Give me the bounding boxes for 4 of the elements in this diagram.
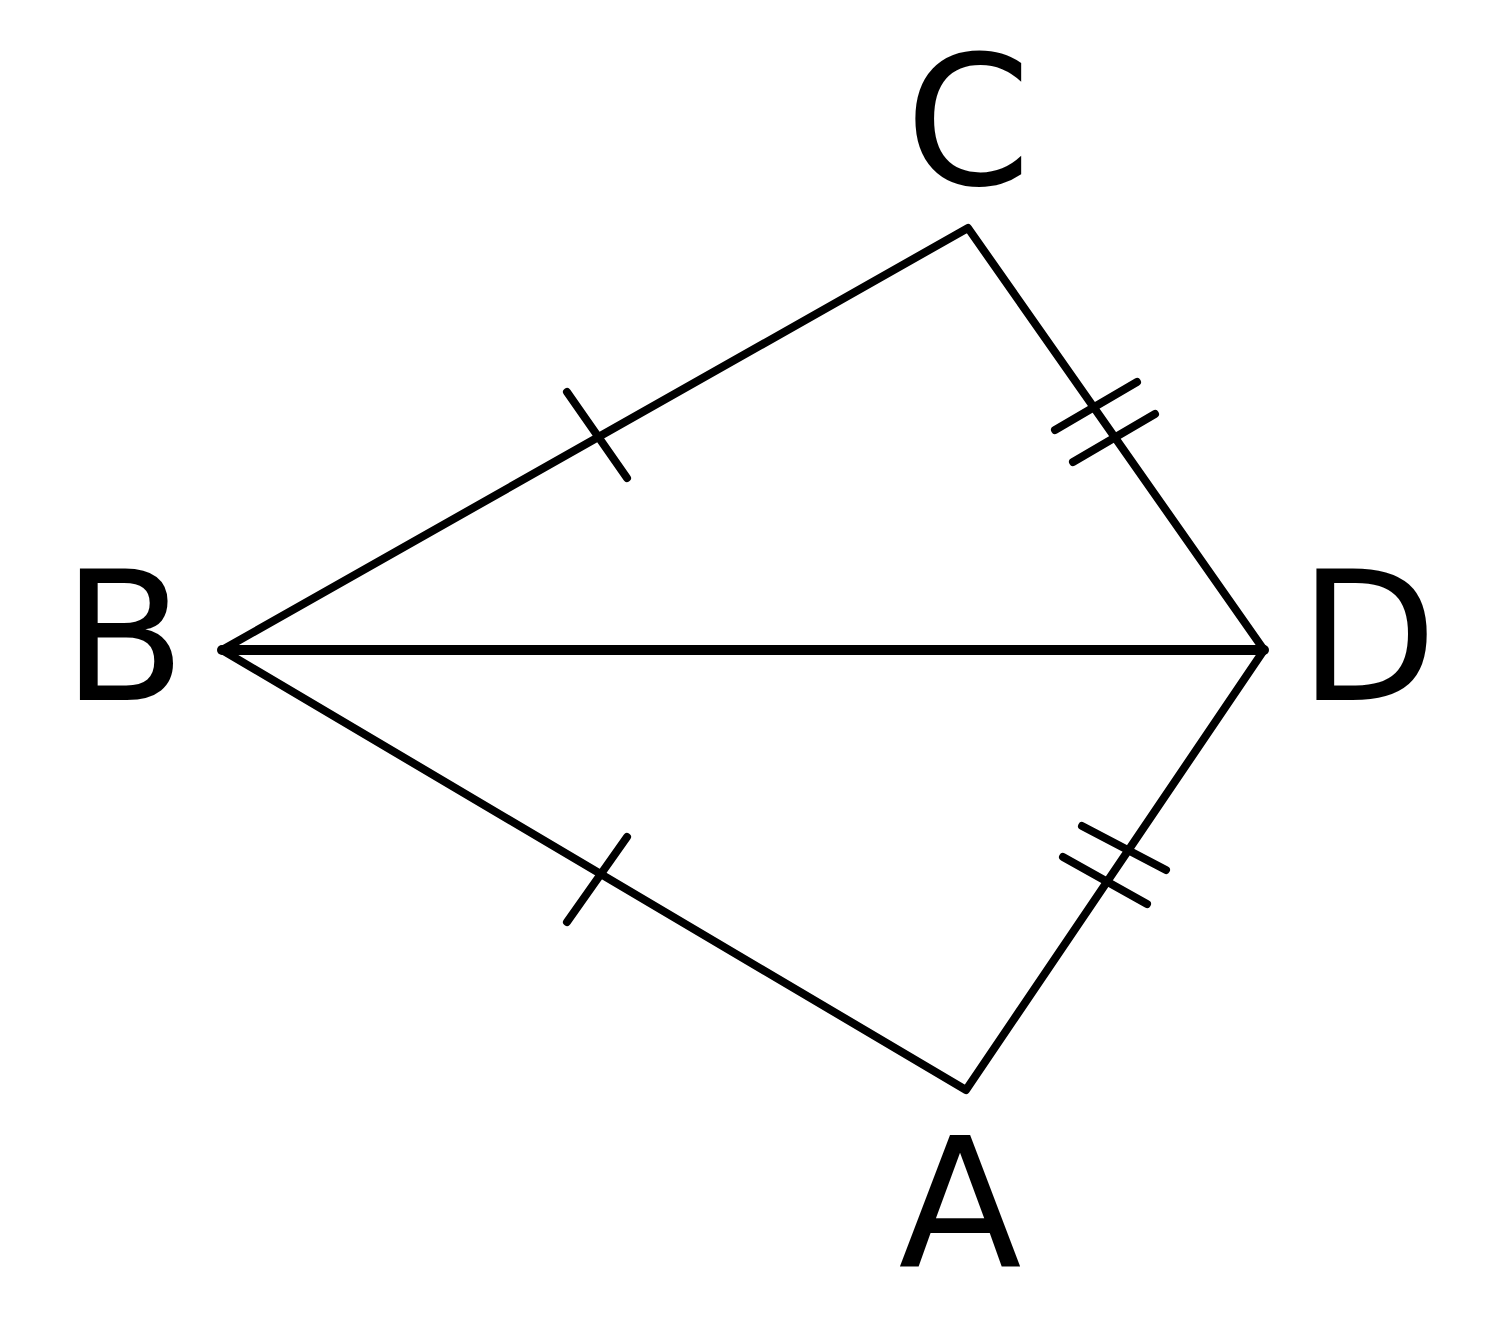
- vertex-label: C: [905, 32, 1031, 212]
- vertex-label: A: [898, 1115, 1022, 1295]
- vertex-label: D: [1298, 548, 1438, 728]
- vertex-label: B: [62, 548, 186, 728]
